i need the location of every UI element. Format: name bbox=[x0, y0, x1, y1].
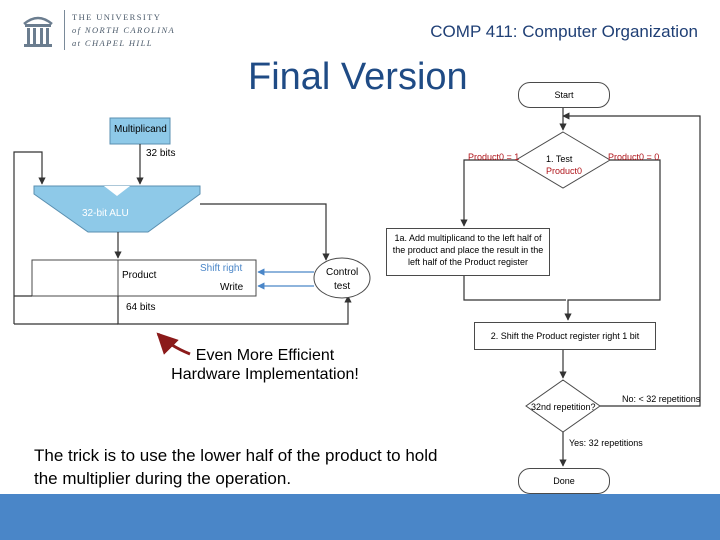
trick-text: The trick is to use the lower half of th… bbox=[34, 446, 438, 488]
alu-label: 32-bit ALU bbox=[82, 208, 129, 219]
multiplicand-label: Multiplicand bbox=[114, 124, 167, 135]
product-bits-label: 64 bits bbox=[126, 302, 156, 313]
product-feedback-wire bbox=[13, 151, 46, 324]
yes-label: Yes: 32 repetitions bbox=[569, 438, 643, 448]
test-line-1: 1. Test bbox=[546, 154, 573, 164]
multiplicand-register bbox=[109, 117, 171, 145]
branch-zero-label: Product0 = 0 bbox=[608, 152, 660, 162]
step1a-box: 1a. Add multiplicand to the left half of… bbox=[386, 228, 550, 276]
step2-box: 2. Shift the Product register right 1 bi… bbox=[474, 322, 656, 350]
product-label: Product bbox=[122, 270, 157, 281]
bottom-bar bbox=[0, 494, 720, 540]
branch-one-arrow bbox=[460, 159, 516, 227]
no-label: No: < 32 repetitions bbox=[622, 394, 701, 404]
slide-title: Final Version bbox=[248, 56, 468, 98]
unc-well-logo-icon bbox=[23, 16, 53, 47]
multiplicand-bits-label: 32 bits bbox=[146, 148, 176, 159]
test-line-2: Product0 bbox=[546, 166, 583, 176]
no-loop-arrow bbox=[562, 112, 701, 407]
logo-text-line-3: at CHAPEL HILL bbox=[72, 38, 153, 48]
write-label: Write bbox=[220, 282, 244, 293]
logo-divider bbox=[64, 10, 65, 50]
callout-line-1: Even More Efficient bbox=[195, 347, 335, 364]
branch-one-label: Product0 = 1 bbox=[468, 152, 520, 162]
repetition-question: 32nd repetition? bbox=[531, 402, 596, 412]
product-to-control-wire bbox=[117, 295, 352, 325]
control-label: Control bbox=[326, 267, 359, 278]
done-terminal: Done bbox=[518, 468, 610, 494]
course-title: COMP 411: Computer Organization bbox=[430, 22, 698, 41]
logo-text-line-1: THE UNIVERSITY bbox=[72, 12, 162, 22]
logo-text-line-2: of NORTH CAROLINA bbox=[72, 25, 176, 35]
branch-zero-arrow bbox=[564, 159, 661, 321]
alu-control-wire bbox=[200, 203, 330, 261]
callout-arrow bbox=[156, 332, 191, 356]
alu-notch bbox=[104, 186, 130, 196]
alu-shape bbox=[33, 185, 201, 233]
step1a-to-merge-line bbox=[463, 276, 566, 301]
test-label: test bbox=[334, 281, 351, 292]
start-terminal: Start bbox=[518, 82, 610, 108]
test-diamond bbox=[515, 131, 611, 189]
control-test-unit bbox=[313, 257, 371, 299]
callout-text: Even More Efficient Hardware Implementat… bbox=[150, 346, 380, 384]
callout-line-2: Hardware Implementation! bbox=[171, 366, 359, 383]
product-register bbox=[31, 259, 257, 297]
shift-right-label: Shift right bbox=[200, 263, 243, 274]
